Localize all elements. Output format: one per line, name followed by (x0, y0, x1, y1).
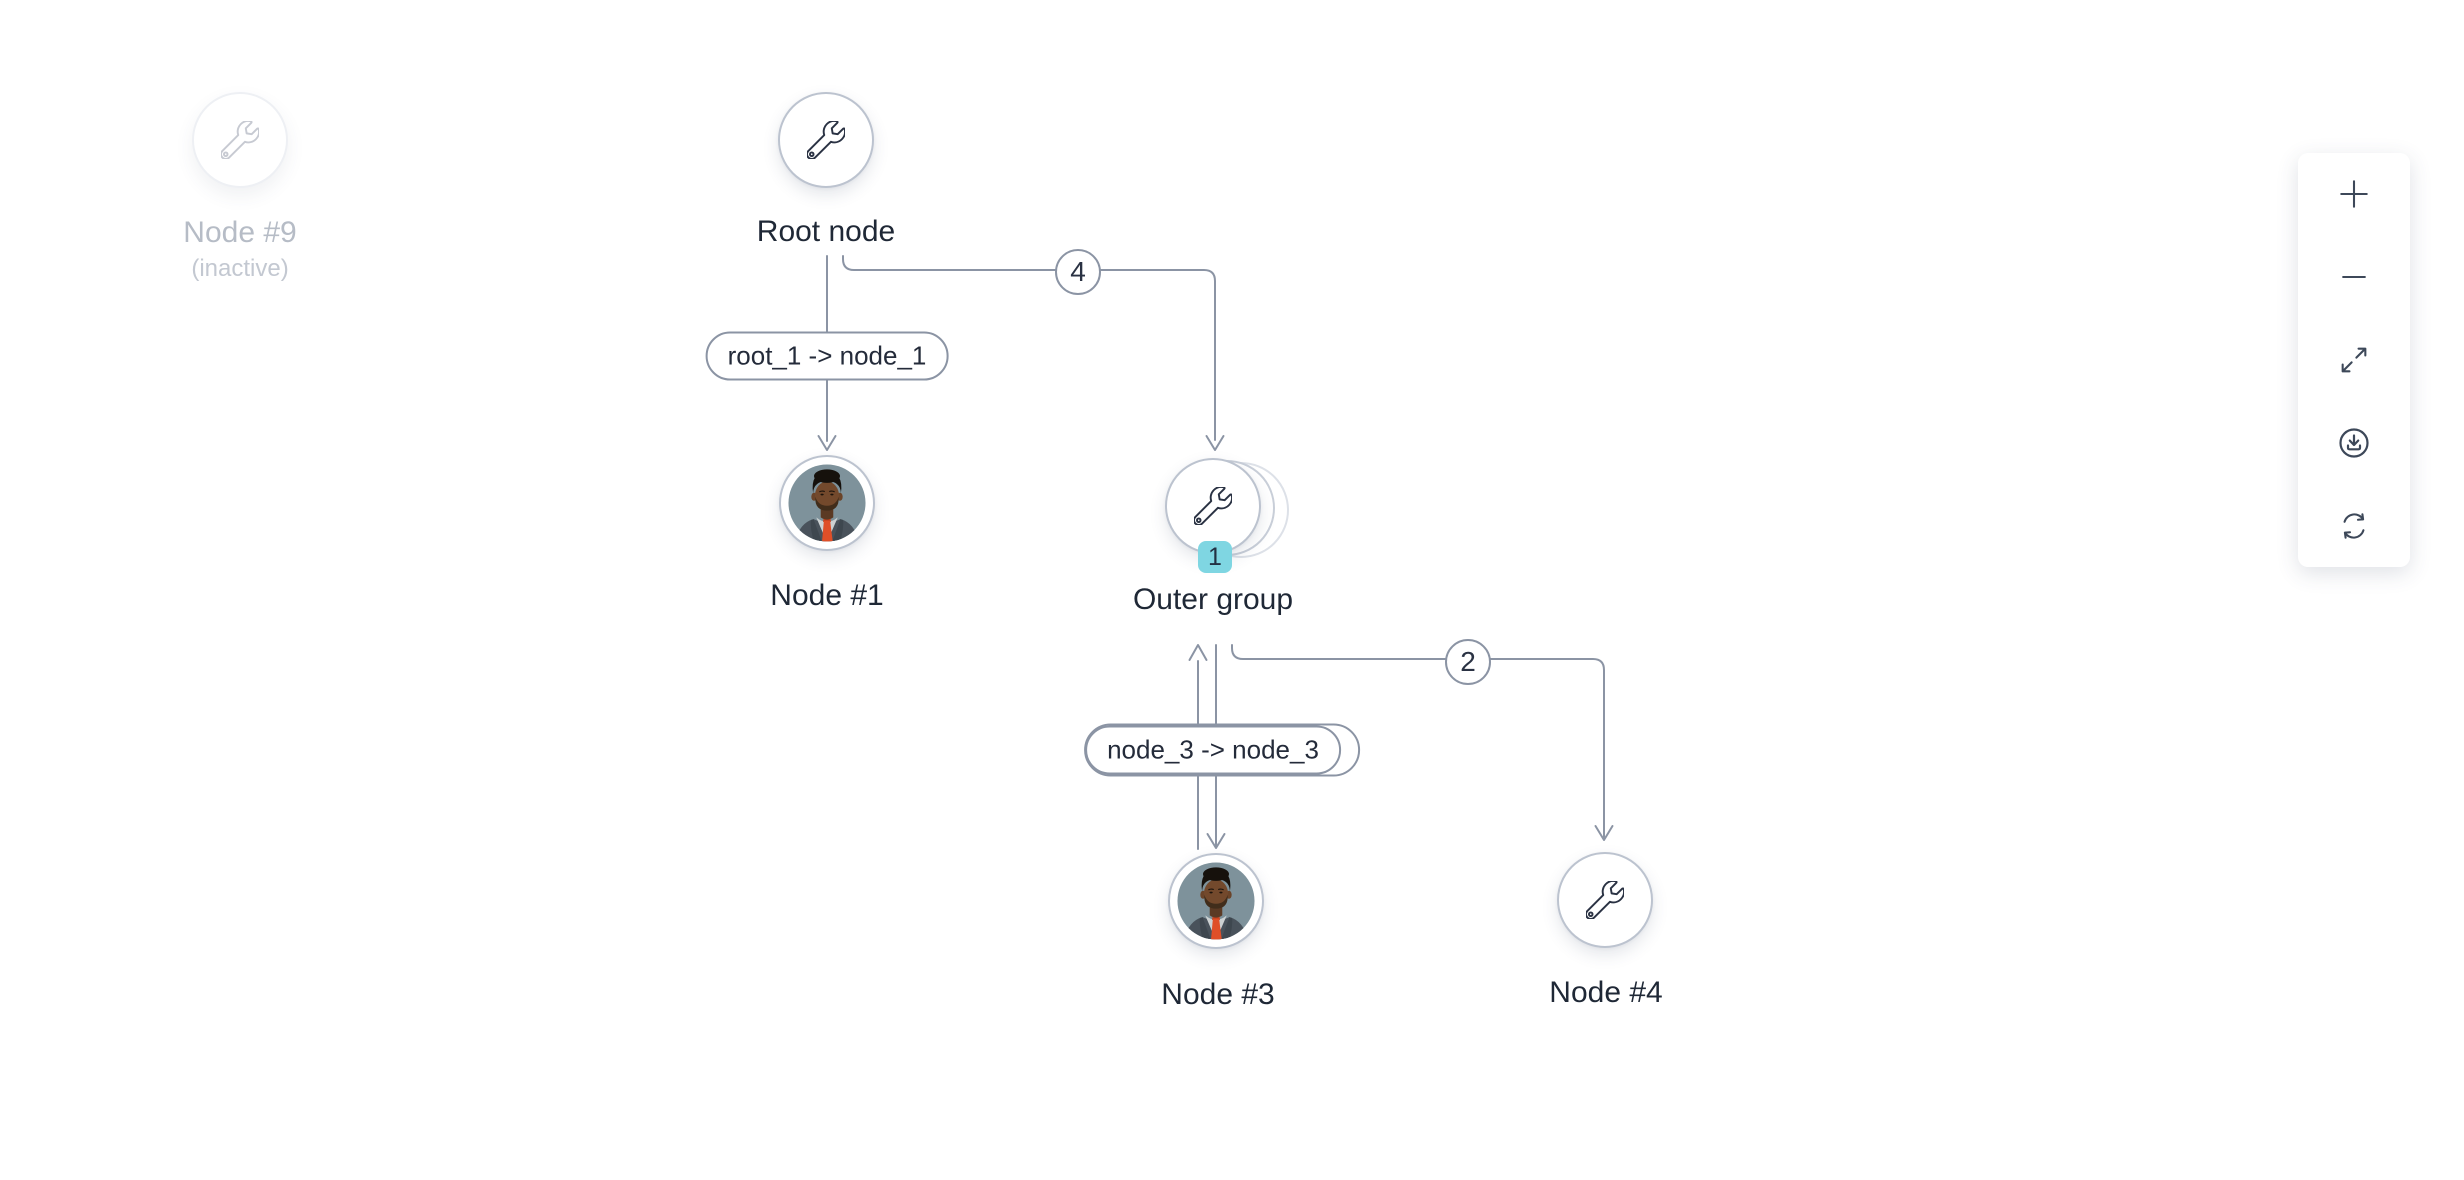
download-button[interactable] (2298, 404, 2410, 482)
node-root[interactable] (778, 92, 874, 188)
view-controls-panel (2298, 153, 2410, 567)
node-9-label: Node #9 (183, 216, 297, 249)
node-9-sublabel: (inactive) (191, 255, 289, 282)
zoom-out-button[interactable] (2298, 238, 2410, 316)
avatar-photo (784, 460, 870, 546)
node-root-label: Root node (756, 215, 896, 248)
edge-badge-root-outer: 4 (1055, 249, 1101, 295)
node-3[interactable] (1168, 853, 1264, 949)
download-icon (2339, 428, 2369, 458)
edge-badge-outer-node4: 2 (1445, 639, 1491, 685)
edge-outer-node4 (1231, 644, 1614, 841)
minus-icon (2342, 276, 2366, 279)
wrench-icon (221, 121, 259, 159)
refresh-icon (2343, 512, 2365, 539)
wrench-icon (807, 121, 845, 159)
node-3-label: Node #3 (1161, 978, 1275, 1011)
edge-label-outer-node3: node_3 -> node_3 (1085, 725, 1341, 775)
node-9[interactable] (192, 92, 288, 188)
avatar-photo (1173, 858, 1259, 944)
node-outer-group[interactable] (1165, 458, 1261, 554)
plus-icon (2340, 180, 2368, 209)
node-4[interactable] (1557, 852, 1653, 948)
fit-view-button[interactable] (2298, 321, 2410, 399)
zoom-in-button[interactable] (2298, 155, 2410, 233)
expand-icon (2341, 347, 2367, 373)
node-outer-group-label: Outer group (1132, 583, 1294, 616)
edge-root-outer (842, 255, 1225, 451)
wrench-icon (1194, 487, 1232, 525)
wrench-icon (1586, 881, 1624, 919)
edge-label-root-node1: root_1 -> node_1 (705, 331, 949, 381)
node-1-label: Node #1 (770, 579, 884, 612)
node-4-label: Node #4 (1549, 976, 1663, 1009)
node-1[interactable] (779, 455, 875, 551)
refresh-button[interactable] (2298, 487, 2410, 565)
group-count-badge: 1 (1198, 541, 1232, 573)
